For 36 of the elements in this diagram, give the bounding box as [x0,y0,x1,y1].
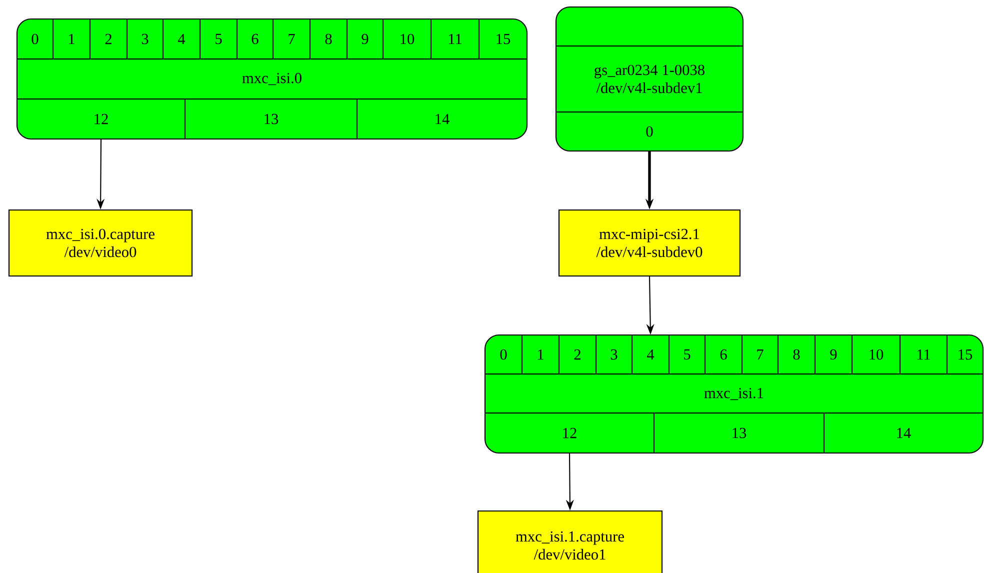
device-box: mxc-mipi-csi2.1 /dev/v4l-subdev0 [558,209,741,277]
pad-cell: 2 [105,34,112,44]
pad-cell: 12 [94,114,108,124]
pad-cell: 11 [448,34,462,44]
pad-cell: 14 [897,428,911,438]
pad-cell: 7 [288,34,295,44]
pad-cell: 14 [436,114,450,124]
pad-cell: 6 [252,34,258,44]
pad-cell: 11 [917,349,930,360]
pad-cell: 6 [720,349,727,360]
pad-cell: 4 [178,34,186,44]
pad-cell: 9 [362,34,368,44]
pad-cell: 0 [32,34,38,44]
device-box: mxc_isi.1.capture /dev/video1 [477,510,663,573]
pad-cell: 5 [684,349,690,360]
pad-cell: 2 [574,349,580,360]
pad-cell: 9 [830,349,837,360]
pad-cell: 12 [563,428,576,438]
pad-cell: 7 [757,349,764,360]
pad-cell: 5 [216,34,222,44]
pad-cell: 8 [793,349,800,360]
pad-cell: 1 [69,34,74,44]
pad-cell: 3 [610,349,618,360]
pad-cell: 15 [496,34,510,44]
pad-cell: 10 [870,349,884,360]
pad-cell: 8 [325,34,332,44]
pad-cell: 10 [400,34,414,44]
pad-cell: 0 [646,126,653,137]
pad-cell: 13 [732,428,746,438]
pad-cell: 4 [646,349,654,360]
device-box: mxc_isi.0.capture /dev/video0 [8,209,193,277]
pad-cell: 15 [958,349,972,360]
pad-cell: 3 [142,34,148,44]
pad-cell: 1 [538,349,544,360]
pad-cell: 0 [500,349,507,360]
pad-cell: 13 [264,114,278,124]
